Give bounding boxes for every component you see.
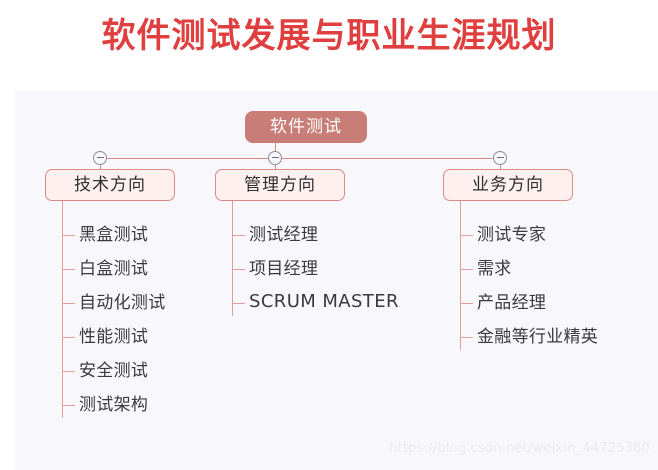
mindmap-leaf-1-5[interactable]: 安全测试 [79, 361, 149, 381]
watermark: https://blog.csdn.net/weixin_44725380 [389, 441, 650, 456]
mindmap-leaf-3-4[interactable]: 金融等行业精英 [477, 327, 599, 347]
mindmap-branch-node-1[interactable]: 技术方向 [45, 169, 175, 201]
mindmap-leaf-1-3[interactable]: 自动化测试 [79, 293, 166, 313]
mindmap-root-node[interactable]: 软件测试 [245, 111, 367, 143]
mindmap-leaf-3-3[interactable]: 产品经理 [477, 293, 547, 313]
branch-2-leaf-stub-3 [232, 303, 245, 304]
branch-1-leaf-stub-6 [62, 405, 75, 406]
root-stem-connector [275, 143, 276, 158]
mindmap-branch-node-2[interactable]: 管理方向 [215, 169, 345, 201]
branch-3-leaf-stub-2 [460, 269, 473, 270]
mindmap-canvas: 软件测试 技术方向 黑盒测试 白盒测试 自动化测试 性能测试 安全测试 测试架构… [15, 90, 658, 470]
branch-3-leaf-stub-4 [460, 337, 473, 338]
branch-1-leaf-stub-2 [62, 269, 75, 270]
trunk-connector [100, 158, 500, 159]
mindmap-leaf-1-6[interactable]: 测试架构 [79, 395, 149, 415]
collapse-minus-icon-branch-1[interactable] [93, 151, 107, 165]
mindmap-leaf-1-2[interactable]: 白盒测试 [79, 259, 149, 279]
branch-1-leaf-stub-5 [62, 371, 75, 372]
collapse-minus-icon-branch-3[interactable] [493, 151, 507, 165]
mindmap-branch-node-3[interactable]: 业务方向 [443, 169, 573, 201]
branch-1-leaf-stub-1 [62, 235, 75, 236]
branch-2-leaf-stub-1 [232, 235, 245, 236]
branch-1-spine-connector [62, 201, 63, 418]
branch-1-leaf-stub-3 [62, 303, 75, 304]
mindmap-leaf-3-1[interactable]: 测试专家 [477, 225, 547, 245]
mindmap-leaf-2-1[interactable]: 测试经理 [249, 225, 319, 245]
mindmap-leaf-2-3[interactable]: SCRUM MASTER [249, 291, 399, 312]
page-title: 软件测试发展与职业生涯规划 [101, 16, 557, 56]
branch-3-spine-connector [460, 201, 461, 350]
collapse-minus-icon-branch-2[interactable] [268, 151, 282, 165]
mindmap-leaf-1-4[interactable]: 性能测试 [79, 327, 149, 347]
branch-2-spine-connector [232, 201, 233, 316]
mindmap-leaf-2-2[interactable]: 项目经理 [249, 259, 319, 279]
mindmap-leaf-1-1[interactable]: 黑盒测试 [79, 225, 149, 245]
branch-1-leaf-stub-4 [62, 337, 75, 338]
mindmap-leaf-3-2[interactable]: 需求 [477, 259, 512, 279]
branch-2-leaf-stub-2 [232, 269, 245, 270]
branch-3-leaf-stub-3 [460, 303, 473, 304]
branch-3-leaf-stub-1 [460, 235, 473, 236]
